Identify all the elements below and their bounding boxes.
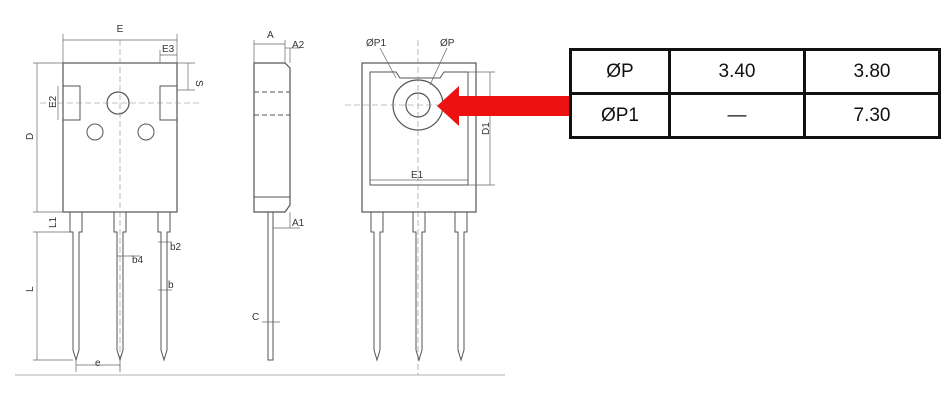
label-P: ØP — [440, 38, 455, 49]
front-view: E E3 S D E2 L1 L b4 b2 b e — [15, 24, 505, 376]
dim-C: C — [252, 312, 259, 323]
row-max: 7.30 — [803, 92, 941, 139]
row-symbol: ØP1 — [569, 92, 671, 139]
dim-L1: L1 — [48, 216, 59, 228]
row-min: 3.40 — [668, 48, 806, 95]
dim-E3: E3 — [162, 44, 175, 55]
dim-A: A — [267, 30, 274, 41]
side-lead — [267, 212, 274, 361]
dim-b: b — [168, 280, 174, 291]
dim-E2: E2 — [48, 95, 59, 108]
dim-A2: A2 — [292, 40, 305, 51]
dim-D1: D1 — [481, 122, 492, 135]
red-pointer-arrow — [437, 86, 571, 126]
back-body — [361, 62, 477, 213]
row-symbol: ØP — [569, 48, 671, 95]
dim-b4: b4 — [132, 255, 144, 266]
dim-L: L — [25, 286, 36, 292]
row-max: 3.80 — [803, 48, 941, 95]
dim-e: e — [95, 358, 101, 369]
right-pin-hole — [137, 123, 155, 141]
left-pin-hole — [86, 123, 104, 141]
dim-E: E — [117, 24, 124, 35]
row-min: — — [668, 92, 806, 139]
table-row: ØP1 — 7.30 — [569, 92, 941, 139]
back-view: ØP1 ØP D1 E1 — [345, 38, 495, 375]
dimension-spec-table: ØP 3.40 3.80 ØP1 — 7.30 — [569, 48, 941, 139]
side-body — [253, 62, 291, 213]
label-P1: ØP1 — [366, 38, 386, 49]
dim-b2: b2 — [170, 242, 182, 253]
dim-D: D — [25, 133, 36, 140]
side-view: A A2 A1 C — [252, 30, 305, 361]
dim-E1: E1 — [411, 170, 424, 181]
table-row: ØP 3.40 3.80 — [569, 48, 941, 95]
dim-A1: A1 — [292, 218, 305, 229]
back-leads — [370, 212, 468, 362]
heatsink-pad — [369, 71, 469, 186]
dim-S: S — [193, 80, 204, 87]
